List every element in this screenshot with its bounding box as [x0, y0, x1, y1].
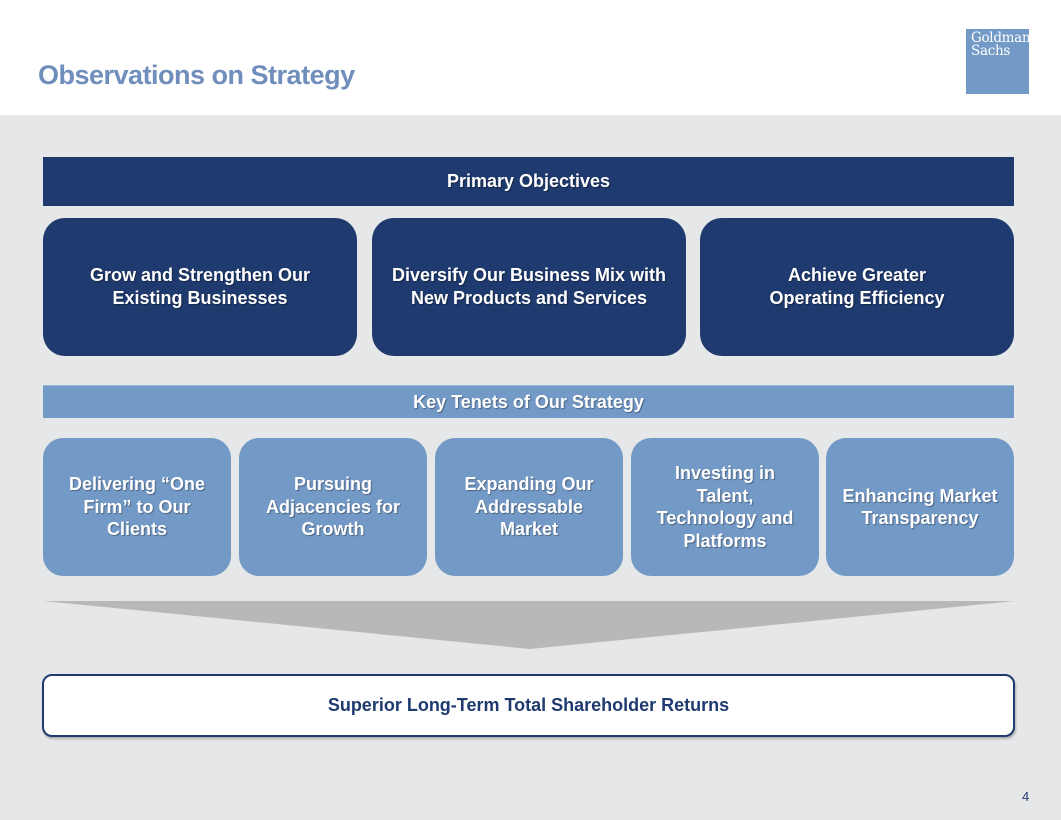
slide-header: Observations on Strategy Goldman Sachs [0, 0, 1061, 115]
primary-objectives-header: Primary Objectives [43, 157, 1014, 206]
tenet-one-firm: Delivering “One Firm” to Our Clients [43, 438, 231, 576]
tenet-adjacencies: Pursuing Adjacencies for Growth [239, 438, 427, 576]
page-title: Observations on Strategy [38, 60, 355, 90]
key-tenets-header: Key Tenets of Our Strategy [43, 385, 1014, 418]
funnel-arrow [43, 601, 1015, 649]
tenet-talent-technology: Investing in Talent, Technology and Plat… [631, 438, 819, 576]
goldman-sachs-logo: Goldman Sachs [966, 29, 1031, 94]
objective-grow: Grow and Strengthen Our Existing Busines… [43, 218, 357, 356]
page-number: 4 [1022, 789, 1030, 804]
logo-text: Goldman Sachs [971, 30, 1031, 59]
objective-efficiency: Achieve Greater Operating Efficiency [700, 218, 1014, 356]
tenet-transparency: Enhancing Market Transparency [826, 438, 1014, 576]
tenet-addressable-market: Expanding Our Addressable Market [435, 438, 623, 576]
funnel-arrow-shape [43, 601, 1015, 649]
shareholder-returns-box: Superior Long-Term Total Shareholder Ret… [42, 674, 1015, 737]
objective-diversify: Diversify Our Business Mix with New Prod… [372, 218, 686, 356]
